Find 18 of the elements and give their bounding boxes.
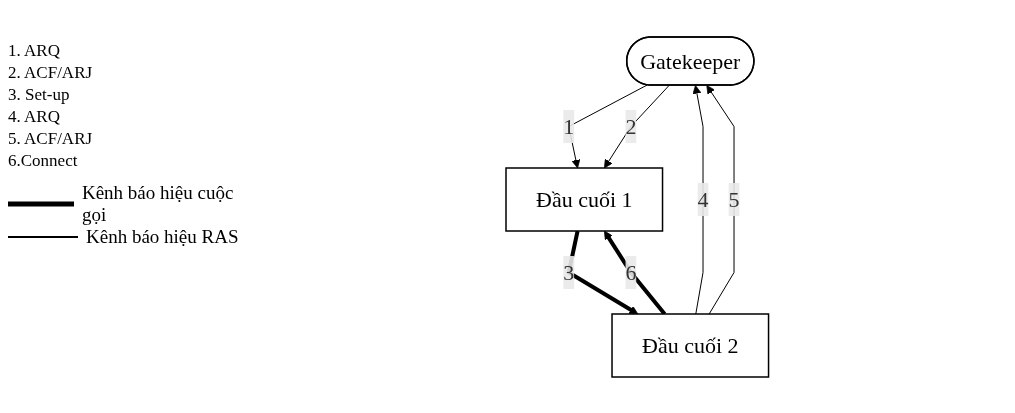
arrow xyxy=(604,84,670,168)
edge-label: 5 xyxy=(728,186,740,212)
node-box: Đầu cuối 1 xyxy=(505,166,664,232)
legend-item-text: 5. ACF/ARJ xyxy=(8,128,94,150)
legend-item-text: 6.Connect xyxy=(8,150,79,172)
edge-label: 3 xyxy=(563,259,575,285)
legend-text: Kênh báo hiệu RAS xyxy=(86,226,239,248)
arrow xyxy=(604,230,667,315)
legend-item-text: 2. ACF/ARJ xyxy=(8,62,94,84)
legend-item-text: 1. ARQ xyxy=(8,40,61,62)
edge-label: 4 xyxy=(697,186,709,212)
edge-label: 2 xyxy=(625,113,637,139)
edge-label: 1 xyxy=(563,113,575,139)
legend-item-text: 4. ARQ xyxy=(8,106,61,128)
edge-label: 6 xyxy=(625,259,637,285)
node-box: Đầu cuối 2 xyxy=(611,312,770,378)
legend-text: Kênh báo hiệu cuộc gọi xyxy=(81,182,235,226)
legend-item-text: 3. Set-up xyxy=(8,84,71,106)
